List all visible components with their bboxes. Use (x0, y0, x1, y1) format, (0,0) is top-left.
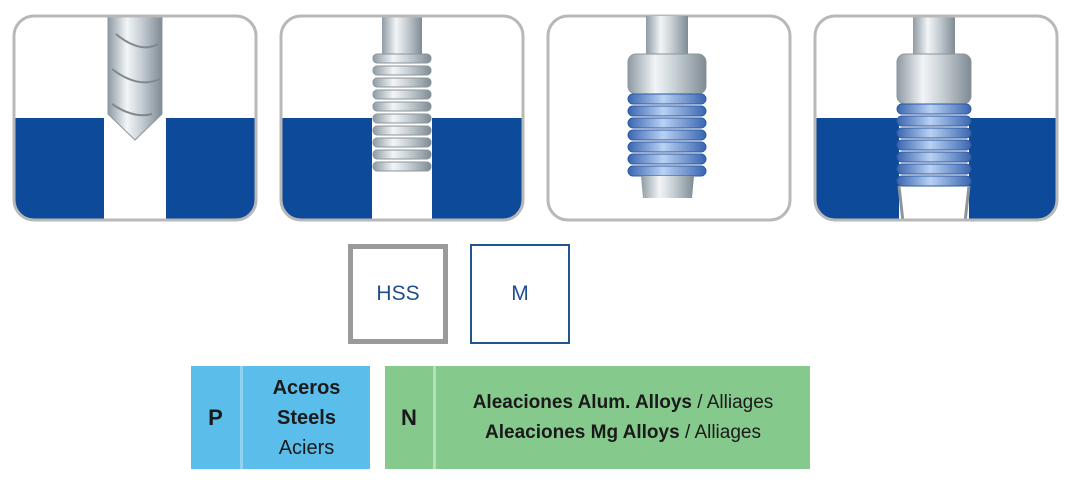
drilling-step-illustration (12, 14, 258, 222)
material-n-block: N Aleaciones Alum. Alloys / Alliages Ale… (385, 366, 810, 469)
m-code-box: M (470, 244, 570, 344)
hss-code-label: HSS (376, 282, 420, 305)
material-p-letter: P (208, 404, 223, 430)
tapping-step-illustration (279, 14, 525, 222)
material-p-description: Aceros Steels Aciers (243, 366, 370, 469)
material-p-line3: Aciers (278, 436, 335, 459)
material-n-divider (433, 366, 436, 469)
material-n-letter: N (401, 404, 417, 430)
material-n-row2-bold: Aleaciones Mg Alloys (485, 421, 680, 443)
material-n-description: Aleaciones Alum. Alloys / Alliages Aleac… (436, 366, 810, 469)
material-p-divider (240, 366, 243, 469)
material-p-block: P Aceros Steels Aciers (191, 366, 370, 469)
m-code-label: M (511, 282, 529, 305)
material-p-line1: Aceros (272, 376, 341, 399)
material-n-row2-normal: / Alliages (684, 421, 761, 443)
material-n-row1-normal: / Alliages (697, 391, 774, 413)
material-p-line2: Steels (277, 406, 336, 429)
insert-installed-illustration (813, 14, 1059, 222)
hss-code-box: HSS (348, 244, 448, 344)
insert-on-tool-illustration (546, 14, 792, 222)
material-n-row1-bold: Aleaciones Alum. Alloys (472, 391, 692, 413)
material-n-row2: Aleaciones Mg Alloys / Alliages (485, 418, 761, 448)
material-n-row1: Aleaciones Alum. Alloys / Alliages (473, 388, 774, 418)
